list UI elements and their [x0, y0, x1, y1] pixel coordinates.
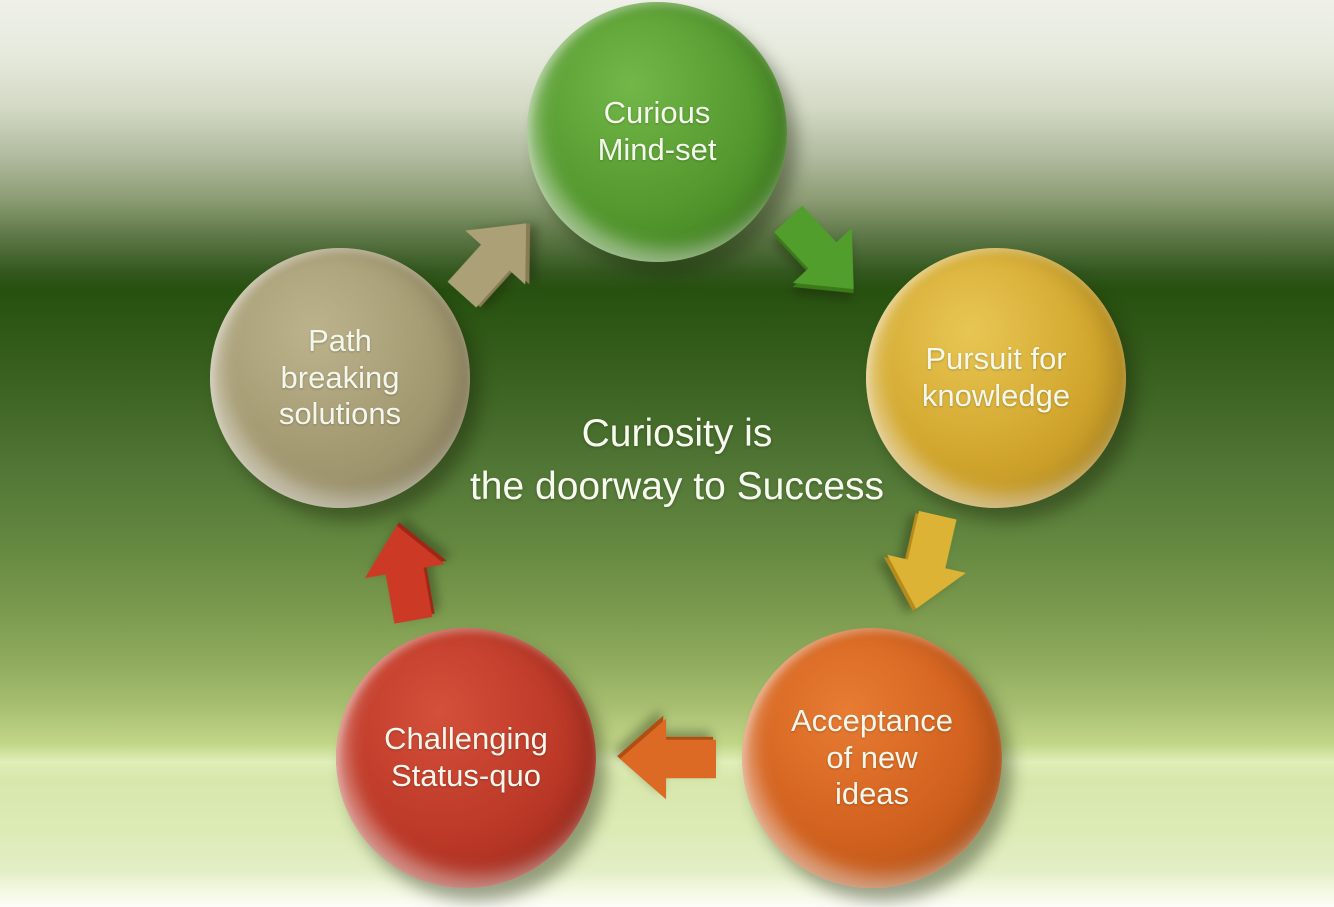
- arrow-icon-challenging-to-path: [349, 517, 460, 628]
- arrow-icon-acceptance-to-challenging: [617, 711, 716, 807]
- node-acceptance-of-new-ideas: Acceptance of new ideas: [742, 628, 1002, 888]
- node-pursuit-for-knowledge: Pursuit for knowledge: [866, 248, 1126, 508]
- node-pursuit-for-knowledge-label: Pursuit for knowledge: [921, 341, 1071, 413]
- node-challenging-status-quo-label: Challenging Status-quo: [384, 721, 548, 793]
- arrow-icon-curious-to-pursuit: [753, 186, 889, 322]
- node-challenging-status-quo: Challenging Status-quo: [336, 628, 596, 888]
- node-path-breaking-solutions-label: Path breaking solutions: [278, 323, 402, 432]
- node-curious-mind-set: Curious Mind-set: [527, 2, 787, 262]
- node-path-breaking-solutions: Path breaking solutions: [210, 248, 470, 508]
- slide-title: Curiosity is the doorway to Success: [469, 412, 885, 508]
- arrow-icon-pursuit-to-acceptance: [869, 504, 984, 619]
- arrow-icon-path-to-curious: [426, 191, 562, 327]
- node-curious-mind-set-label: Curious Mind-set: [597, 95, 717, 167]
- node-acceptance-of-new-ideas-label: Acceptance of new ideas: [791, 703, 953, 812]
